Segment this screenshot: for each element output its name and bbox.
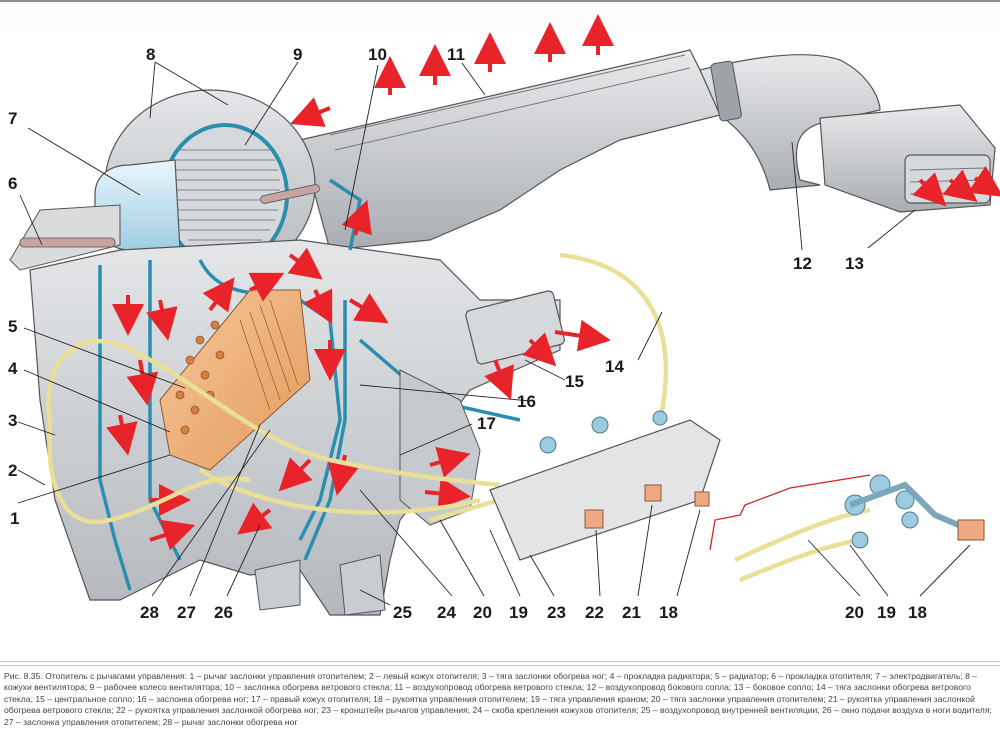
callout-16: 16 (517, 392, 536, 411)
callout-18b: 18 (908, 603, 927, 622)
callout-3: 3 (8, 411, 18, 430)
control-bracket (489, 419, 721, 561)
callout-26: 26 (214, 603, 233, 622)
callout-12: 12 (793, 254, 812, 273)
callout-8: 8 (146, 45, 156, 64)
callout-24: 24 (437, 603, 456, 622)
handle-21 (644, 484, 662, 502)
callout-4: 4 (8, 359, 18, 378)
figure-caption: Рис. 8.35. Отопитель с рычагами управлен… (4, 671, 992, 727)
callout-6: 6 (8, 174, 18, 193)
callout-22: 22 (585, 603, 604, 622)
callout-7: 7 (8, 109, 18, 128)
callout-15: 15 (565, 372, 584, 391)
callout-19a: 19 (509, 603, 528, 622)
callout-14: 14 (605, 357, 624, 376)
callout-10: 10 (368, 45, 387, 64)
control-cables (46, 252, 871, 583)
callout-9: 9 (293, 45, 303, 64)
leader-lines (17, 61, 971, 606)
callout-17: 17 (477, 414, 496, 433)
top-border (0, 0, 1000, 2)
callout-18a: 18 (659, 603, 678, 622)
callout-2: 2 (8, 461, 18, 480)
callout-19b: 19 (877, 603, 896, 622)
callout-20b: 20 (845, 603, 864, 622)
callout-5: 5 (8, 317, 18, 336)
handle-22 (584, 509, 604, 529)
callout-28: 28 (140, 603, 159, 622)
inner-ventilation-duct (254, 559, 301, 611)
heater-gasket (9, 204, 121, 271)
airflow-arrows (106, 14, 1000, 551)
callout-11: 11 (447, 45, 465, 64)
callout-27: 27 (177, 603, 196, 622)
callout-21: 21 (622, 603, 641, 622)
handle-18 (694, 491, 710, 507)
callout-13: 13 (845, 254, 864, 273)
handle-18-detail (957, 519, 985, 541)
callout-25: 25 (393, 603, 412, 622)
top-band (0, 4, 1000, 32)
windshield-duct (299, 49, 721, 251)
caption-divider-top (0, 661, 1000, 662)
caption-divider-bottom (0, 665, 1000, 666)
callout-1: 1 (10, 509, 20, 528)
callout-23: 23 (547, 603, 566, 622)
callout-20a: 20 (473, 603, 492, 622)
heater-drawing (9, 14, 1000, 616)
heater-illustration: 8 9 10 11 7 6 12 13 5 14 4 15 16 3 17 2 … (8, 14, 1000, 622)
